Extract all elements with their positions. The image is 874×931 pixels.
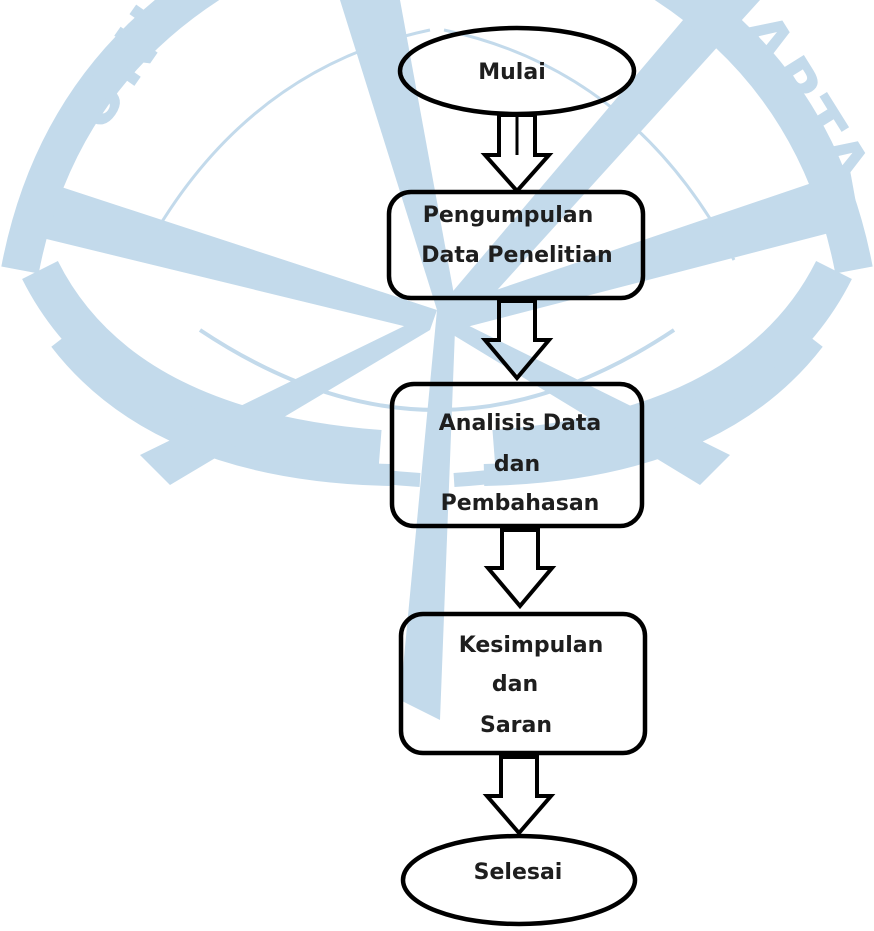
process-label-line: Analisis Data (439, 411, 601, 436)
down-arrow (483, 528, 557, 610)
process-label-line: Pembahasan (441, 491, 600, 516)
emblem-inner-arc (138, 28, 431, 261)
end-label: Selesai (474, 860, 563, 885)
down-arrow (480, 299, 554, 382)
emblem-arc (654, 0, 873, 274)
process-label-line: Kesimpulan (459, 633, 604, 658)
process-label-line: dan (494, 452, 540, 477)
star-ray (340, 0, 455, 310)
process-box-data-collection (386, 189, 646, 301)
process-box-conclusion (398, 611, 648, 756)
star-ray (30, 180, 437, 330)
start-label: Mulai (478, 60, 545, 85)
star-ray (437, 170, 860, 330)
emblem-inner-arc (443, 28, 736, 261)
process-box-analysis (389, 381, 645, 529)
end-node (400, 833, 638, 927)
emblem-swoop (165, 394, 421, 487)
emblem-swoop (492, 260, 852, 470)
emblem-arc (1, 0, 220, 274)
process-label-line: Pengumpulan (423, 203, 594, 228)
emblem-swoop (453, 394, 709, 487)
process-label-line: Saran (480, 713, 552, 738)
down-arrow (482, 755, 556, 837)
star-ray (437, 0, 760, 320)
down-arrow (480, 113, 554, 195)
emblem-swoop (22, 260, 382, 470)
emblem-inner-arc (436, 328, 676, 412)
emblem-inner-arc (198, 328, 438, 412)
process-label-line: dan (492, 672, 538, 697)
process-label-line: Data Penelitian (421, 243, 612, 268)
